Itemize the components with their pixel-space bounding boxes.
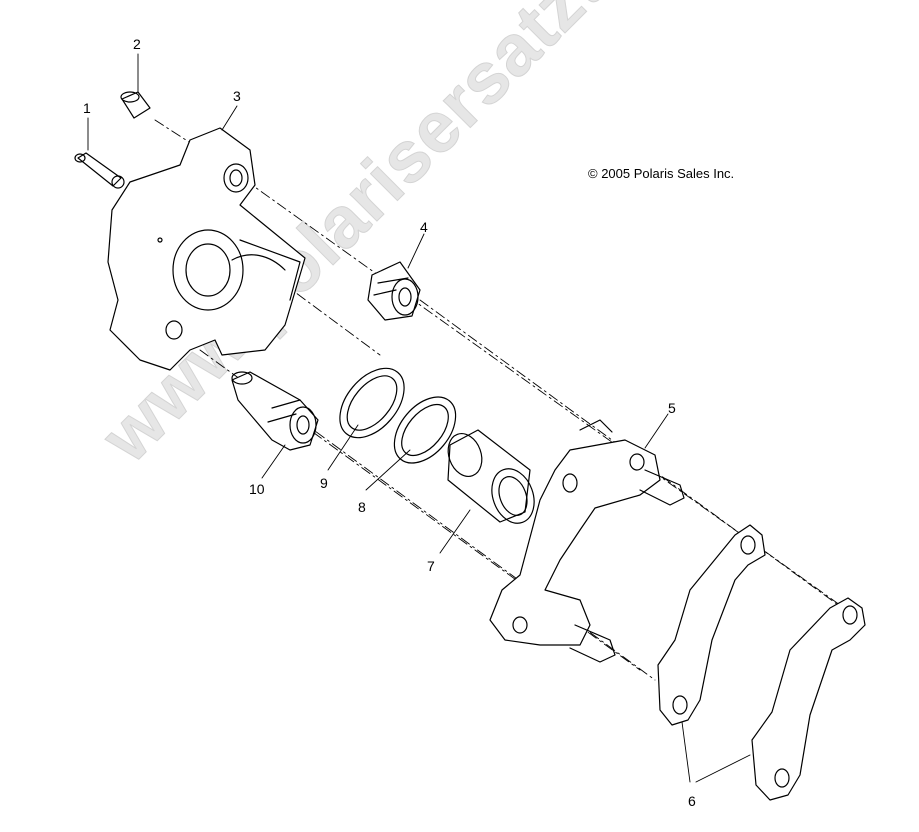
callout-9: 9	[320, 475, 328, 491]
seal-ring-outer	[339, 367, 405, 439]
caliper-mounting-bracket	[489, 419, 685, 663]
callout-6: 6	[688, 793, 696, 809]
callout-5: 5	[668, 400, 676, 416]
piston-boot-upper	[367, 261, 421, 321]
callout-3: 3	[233, 88, 241, 104]
bleeder-cap	[120, 91, 151, 119]
callout-7: 7	[427, 558, 435, 574]
guide-pin-with-boot	[231, 371, 319, 451]
brake-pad-rear	[751, 597, 866, 801]
callout-2: 2	[133, 36, 141, 52]
callout-8: 8	[358, 499, 366, 515]
caliper-body	[107, 127, 306, 371]
callout-1: 1	[83, 100, 91, 116]
callout-10: 10	[249, 481, 265, 497]
callout-leader-lines	[87, 53, 751, 783]
brake-pad-front	[657, 524, 766, 726]
copyright-notice: © 2005 Polaris Sales Inc.	[588, 166, 735, 181]
callout-4: 4	[420, 219, 428, 235]
caliper-piston	[447, 429, 535, 524]
bleeder-screw	[74, 152, 125, 189]
